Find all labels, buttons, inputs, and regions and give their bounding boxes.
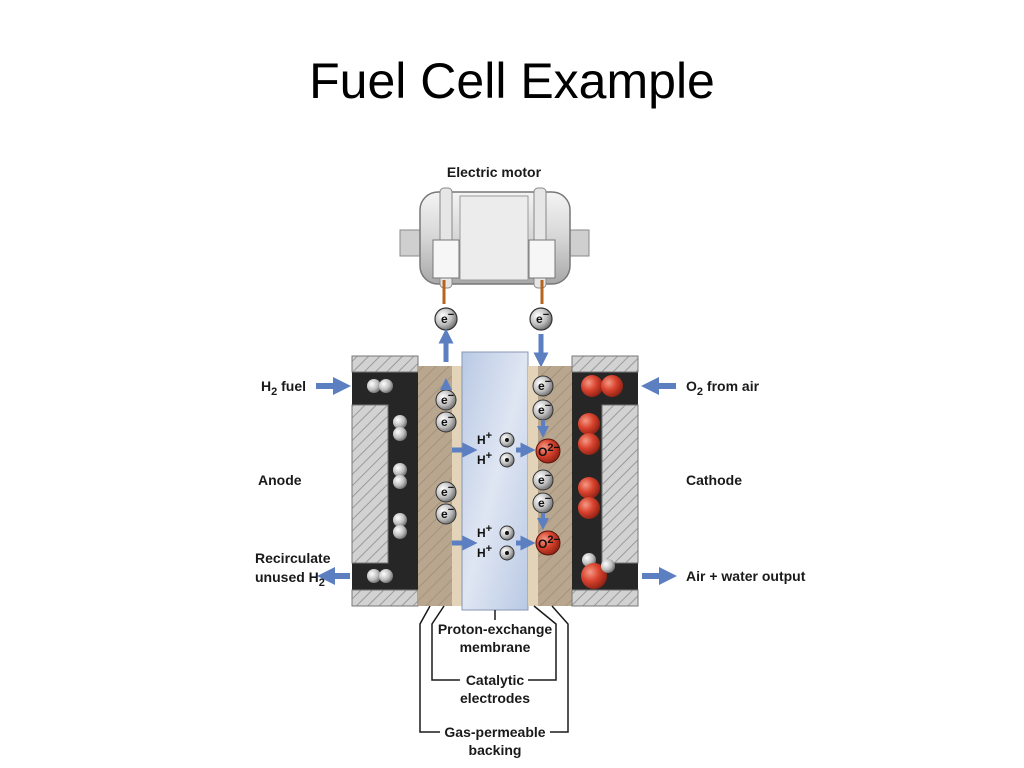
electric-motor-label: Electric motor: [447, 164, 542, 180]
catalytic-label-line2: electrodes: [460, 690, 530, 706]
svg-text:H+: H+: [477, 430, 492, 447]
electric-motor: [399, 187, 590, 304]
anode-plate: [351, 355, 419, 607]
svg-text:e−: e−: [441, 412, 454, 429]
cathode-label: Cathode: [686, 472, 742, 488]
svg-text:H+: H+: [477, 450, 492, 467]
svg-text:H+: H+: [477, 523, 492, 540]
svg-text:O2−: O2−: [538, 442, 560, 459]
svg-text:e−: e−: [538, 376, 551, 393]
electron-wire-right: e−: [529, 307, 553, 331]
anode-label: Anode: [258, 472, 302, 488]
o2-from-air-label: O2 from air: [686, 378, 760, 398]
catalytic-label-line1: Catalytic: [466, 672, 525, 688]
protons: H+ H+ H+ H+: [477, 430, 515, 561]
gas-backing-label-line1: Gas-permeable: [444, 724, 545, 740]
recirculate-label-line2: unused H2: [255, 569, 325, 589]
pem-label-line1: Proton-exchange: [438, 621, 553, 637]
leader-lines: [419, 605, 569, 733]
svg-text:H+: H+: [477, 543, 492, 560]
svg-text:e−: e−: [441, 309, 454, 326]
hydrogen-molecules: [367, 379, 407, 583]
cathode-electrons: e− e− e− e−: [532, 375, 554, 514]
oxide-ions: O2− O2−: [535, 438, 561, 556]
slide-title: Fuel Cell Example: [309, 53, 715, 109]
svg-text:e−: e−: [538, 493, 551, 510]
recirculate-label-line1: Recirculate: [255, 550, 331, 566]
svg-text:O2−: O2−: [538, 534, 560, 551]
oxygen-molecules: [578, 375, 623, 589]
svg-text:e−: e−: [538, 400, 551, 417]
svg-text:e−: e−: [538, 470, 551, 487]
svg-text:e−: e−: [441, 390, 454, 407]
anode-electrons: e− e− e− e−: [435, 389, 457, 525]
svg-text:e−: e−: [441, 504, 454, 521]
gas-backing-label-line2: backing: [469, 742, 522, 758]
h2-fuel-label: H2 fuel: [261, 378, 306, 398]
air-water-output-label: Air + water output: [686, 568, 806, 584]
cathode-catalytic-electrode: [528, 366, 538, 606]
pem-label-line2: membrane: [460, 639, 531, 655]
proton-exchange-membrane: [461, 351, 529, 611]
svg-text:e−: e−: [536, 309, 549, 326]
anode-catalytic-electrode: [452, 366, 462, 606]
electron-wire-left: e−: [434, 307, 458, 331]
proton-flow-arrows: [440, 378, 549, 551]
svg-text:e−: e−: [441, 482, 454, 499]
